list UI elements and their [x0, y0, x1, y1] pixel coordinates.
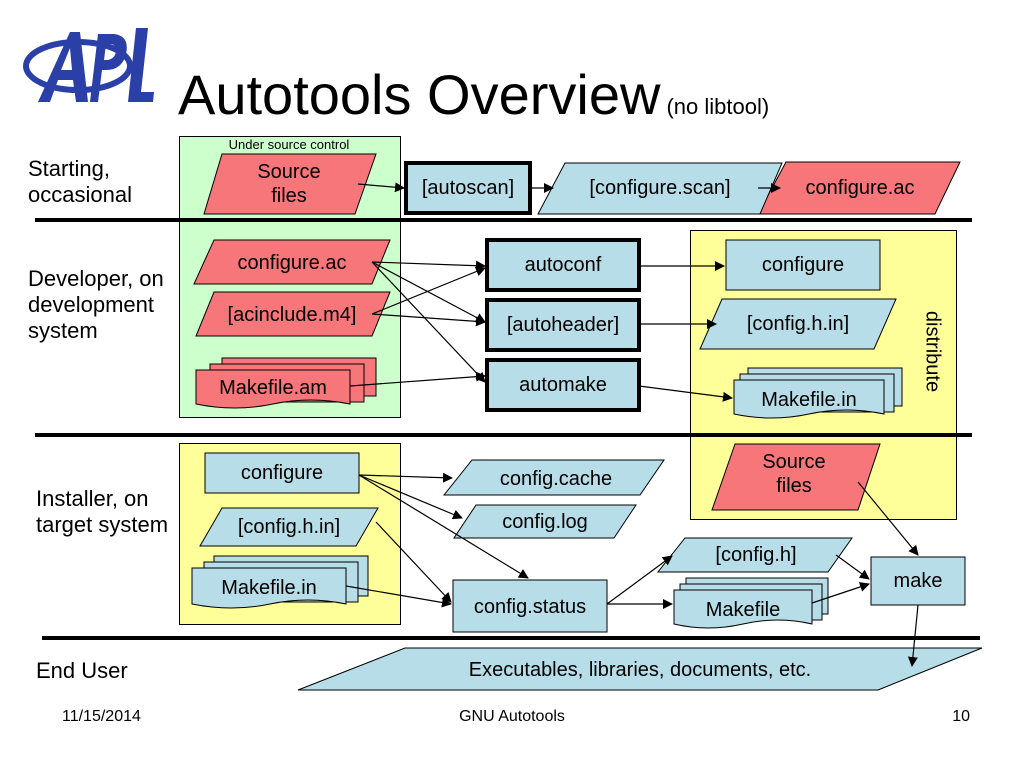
- makefile-in-inst-stack: [191, 555, 369, 609]
- source-files-top-shape: [203, 153, 377, 215]
- title-note: (no libtool): [666, 94, 770, 119]
- executables: Executables, libraries, documents, etc.: [468, 659, 812, 681]
- configure-scan-shape: [537, 162, 783, 215]
- apl-logo: [23, 28, 154, 102]
- config-h-in-inst: [config.h.in]: [237, 516, 341, 538]
- configure-inst-box: [204, 452, 360, 494]
- autoscan: [autoscan]: [421, 177, 515, 199]
- autoconf: autoconf: [524, 254, 602, 276]
- config-h: [config.h]: [715, 544, 797, 566]
- config-h-in-inst-shape: [199, 507, 379, 547]
- configure-inst: configure: [240, 462, 324, 484]
- page-title: Autotools Overview(no libtool): [178, 62, 769, 127]
- config-status-box: [452, 579, 608, 633]
- autoheader-box: [485, 298, 641, 352]
- configure-dist: configure: [761, 254, 845, 276]
- config-log-shape: [453, 504, 637, 539]
- autoheader: [autoheader]: [506, 314, 620, 336]
- row-label-starting: Starting, occasional: [28, 156, 132, 207]
- makefile-in-inst: Makefile.in: [221, 577, 317, 599]
- row-label-developer: Developer, on development system: [28, 266, 164, 343]
- config-h-in-dist-shape: [699, 298, 897, 350]
- config-log: config.log: [502, 511, 588, 533]
- configure-ac-top: configure.ac: [805, 177, 915, 199]
- makefile-am-stack: [195, 357, 377, 409]
- logo-letter-a: [38, 32, 88, 102]
- autoscan-box: [404, 161, 532, 215]
- config-status: config.status: [473, 596, 587, 618]
- footer-date: 11/15/2014: [62, 708, 141, 725]
- makefile-stack: [673, 577, 829, 629]
- title-main: Autotools Overview: [178, 63, 661, 126]
- footer-page-number: 10: [952, 708, 970, 725]
- logo-letter-p: [90, 34, 127, 102]
- row-label-installer: Installer, on target system: [36, 486, 169, 537]
- configure-ac-dev: configure.ac: [237, 252, 347, 274]
- config-h-in-dist: [config.h.in]: [746, 313, 850, 335]
- source-files-top: Source files: [257, 161, 321, 207]
- makefile-in-dist: Makefile.in: [761, 389, 857, 411]
- arrows: [345, 182, 919, 667]
- automake-box: [485, 358, 641, 412]
- make-box: [870, 556, 966, 606]
- footer-title: GNU Autotools: [459, 708, 565, 725]
- make: make: [893, 570, 943, 592]
- configure-ac-dev-shape: [193, 239, 391, 285]
- source-control-label: Under source control: [228, 137, 350, 152]
- config-cache: config.cache: [499, 468, 613, 490]
- row-label-end-user: End User: [36, 658, 128, 683]
- acinclude-shape: [195, 291, 391, 337]
- makefile: Makefile: [705, 599, 781, 621]
- makefile-am: Makefile.am: [219, 377, 327, 399]
- automake: automake: [519, 374, 607, 396]
- source-files-dist-shape: [711, 443, 881, 511]
- acinclude: [acinclude.m4]: [227, 304, 357, 326]
- config-cache-shape: [442, 459, 665, 496]
- autoconf-box: [485, 238, 641, 292]
- configure-dist-box: [725, 239, 881, 291]
- source-files-dist: Source files: [762, 451, 826, 497]
- logo-letter-l: [128, 28, 154, 102]
- executables-shape: [297, 647, 983, 691]
- makefile-in-dist-stack: [733, 367, 903, 419]
- configure-scan: [configure.scan]: [589, 177, 731, 199]
